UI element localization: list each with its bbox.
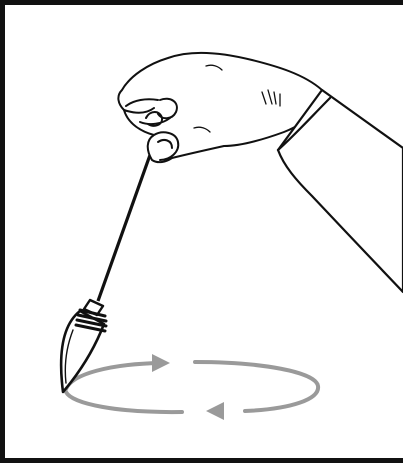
motion-arc-top-right — [195, 362, 318, 411]
motion-arc-bottom-left — [66, 392, 182, 412]
plumb-bob-icon — [61, 300, 106, 392]
plumb-bob-string — [98, 155, 150, 301]
circular-motion-arrow-icon — [66, 354, 318, 420]
motion-arrowhead-left — [206, 402, 224, 420]
motion-arrowhead-right — [152, 354, 170, 372]
